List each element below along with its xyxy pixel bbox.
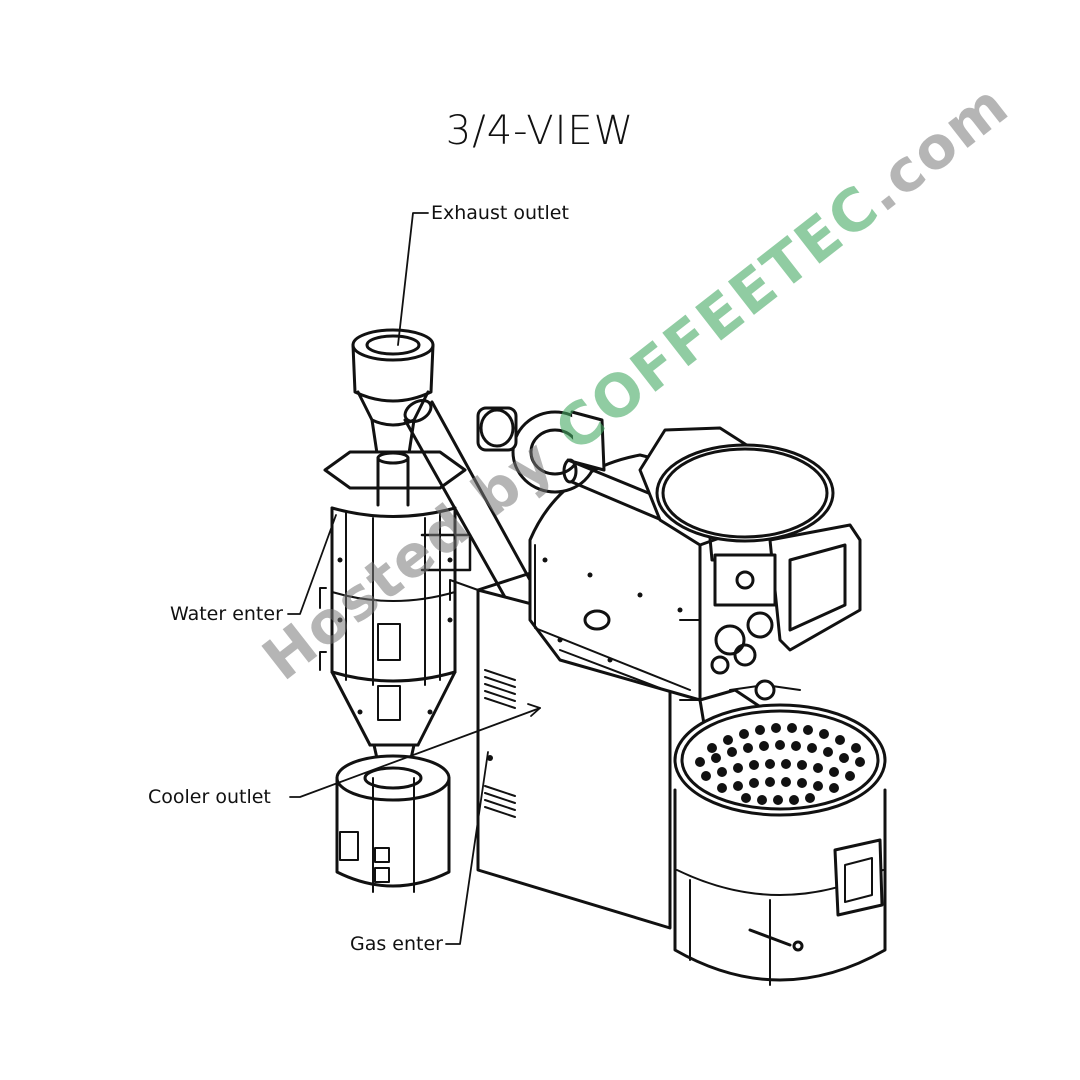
callout-exhaust-outlet: Exhaust outlet <box>431 202 569 224</box>
callout-cooler-outlet: Cooler outlet <box>148 786 271 808</box>
control-panel-box <box>768 523 862 652</box>
callout-water-enter: Water enter <box>170 603 283 625</box>
cooling-tray <box>673 703 887 986</box>
cyclone-separator <box>319 328 472 774</box>
exhaust-fan-motor <box>476 406 692 534</box>
bean-hopper <box>638 426 835 562</box>
cooler-drum <box>335 754 451 893</box>
callout-gas-enter: Gas enter <box>350 933 443 955</box>
callout-leaders <box>287 212 541 945</box>
view-title: 3/4-VIEW <box>445 108 635 154</box>
